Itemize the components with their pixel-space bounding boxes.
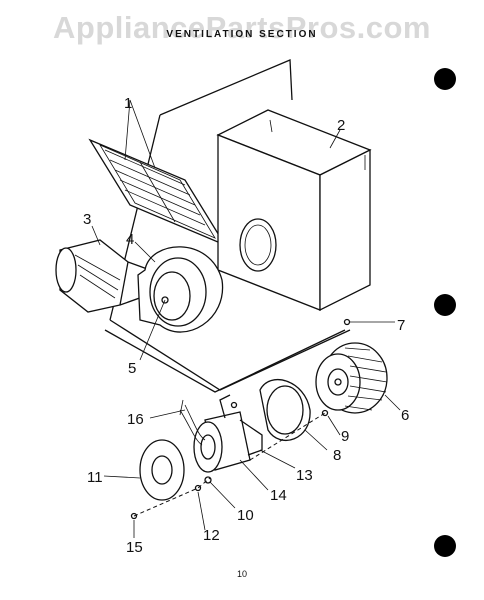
- part-4-blower-housing: [137, 246, 224, 333]
- binder-hole-middle: [434, 294, 456, 316]
- part-14-motor: [193, 394, 263, 473]
- callout-11: 11: [87, 469, 103, 486]
- callout-13: 13: [296, 467, 313, 484]
- callout-1: 1: [124, 95, 132, 112]
- part-3-duct-adapter: [55, 239, 151, 313]
- callout-7: 7: [397, 317, 405, 334]
- part-7-screw: [343, 318, 351, 326]
- part-10-washer: [204, 476, 212, 484]
- assembly-axis: [133, 412, 326, 517]
- part-12-nut: [194, 484, 202, 492]
- motor-screw: [230, 401, 238, 409]
- callout-9: 9: [341, 428, 349, 445]
- callout-15: 15: [126, 539, 143, 556]
- page-number: 10: [236, 569, 247, 579]
- fasteners: [130, 318, 351, 520]
- binder-hole-bottom: [434, 535, 456, 557]
- watermark: AppliancePartsPros.com: [53, 10, 431, 45]
- part-11-mounting-plate: [139, 439, 185, 501]
- callout-12: 12: [203, 527, 220, 544]
- callout-8: 8: [333, 447, 341, 464]
- callout-5: 5: [128, 360, 136, 377]
- callout-4: 4: [126, 231, 134, 248]
- part-9-nut: [321, 409, 329, 417]
- callout-6: 6: [401, 407, 409, 424]
- callout-2: 2: [337, 117, 345, 134]
- part-15-screw: [130, 512, 138, 520]
- lower-mounting-plane: [104, 329, 346, 393]
- part-1-filter-panel: [88, 99, 227, 247]
- part-16-motor-leads: [179, 399, 206, 446]
- callout-16: 16: [127, 411, 144, 428]
- binder-hole-top: [434, 68, 456, 90]
- callout-labels: 1 2 3 4 5 6 7 8 9 10 11 12 13 14 15 16: [83, 95, 409, 556]
- part-6-blower-wheel: [315, 342, 388, 414]
- callout-14: 14: [270, 487, 287, 504]
- section-title: VENTILATION SECTION: [166, 29, 318, 40]
- leader-lines: [91, 129, 401, 538]
- callout-10: 10: [237, 507, 254, 524]
- callout-3: 3: [83, 211, 91, 228]
- part-2-cabinet-box: [216, 109, 372, 312]
- part-8-gasket-ring: [259, 379, 311, 441]
